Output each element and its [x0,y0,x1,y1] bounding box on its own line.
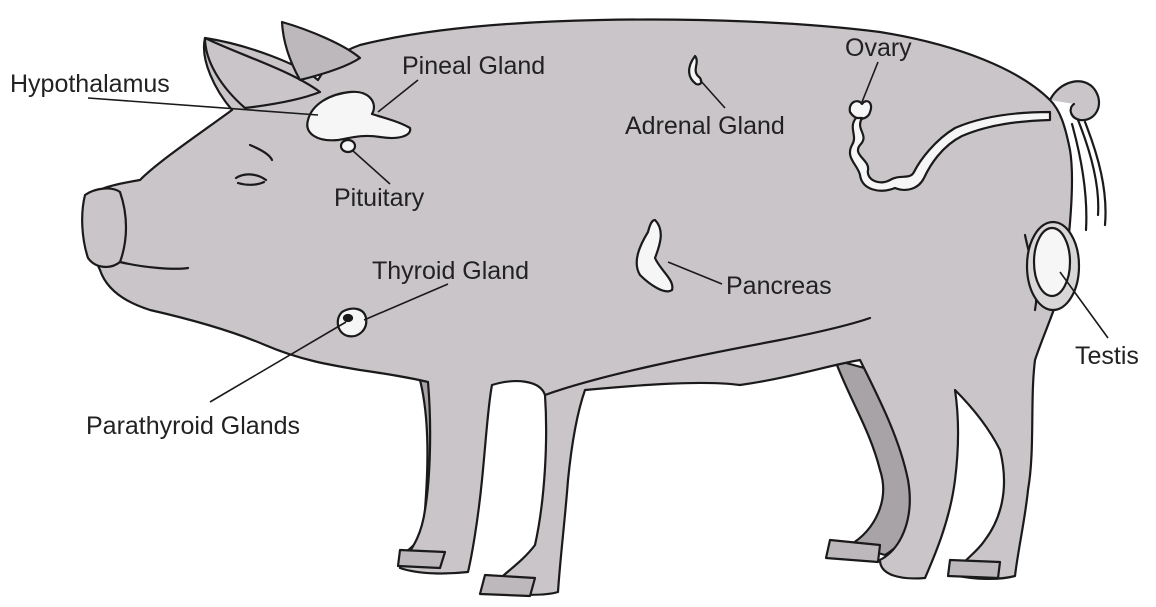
testis-leader [1060,272,1108,338]
thyroid-gland-label: Thyroid Gland [372,257,529,285]
snout [82,188,126,266]
ovary-gland [850,101,871,119]
ovary-label: Ovary [845,34,912,62]
tail-tuft [1072,120,1106,230]
pancreas-label: Pancreas [726,272,832,300]
testis-gland [1034,228,1070,296]
pituitary-label: Pituitary [334,184,425,212]
testis-label: Testis [1075,342,1139,370]
thyroid-gland [338,309,367,337]
adrenal-gland-label: Adrenal Gland [625,112,785,140]
pig-body [84,20,1072,595]
parathyroid-glands-label: Parathyroid Glands [86,412,300,440]
parathyroid-gland [344,315,352,321]
pineal-gland-label: Pineal Gland [402,52,545,80]
hypothalamus-label: Hypothalamus [10,70,170,98]
